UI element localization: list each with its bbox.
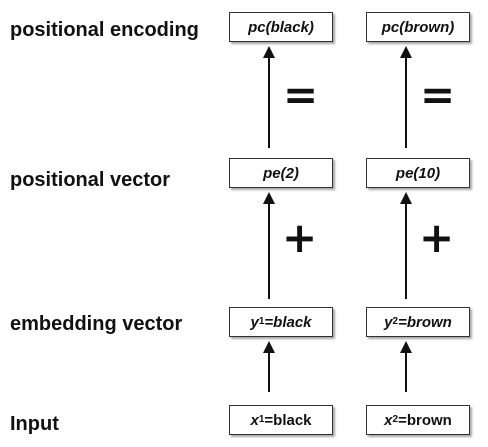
- box-encoding-a: pc(black): [229, 12, 333, 42]
- input-a-rest: =black: [264, 411, 312, 429]
- input-a-var: x: [250, 411, 259, 429]
- arrow-b-embedding-to-vector: [400, 192, 412, 299]
- encoding-a-text: pc(black): [248, 18, 314, 36]
- equals-b: =: [420, 70, 456, 119]
- arrow-a-embedding-to-vector: [263, 192, 275, 299]
- plus-b: +: [419, 213, 455, 262]
- box-vector-b: pe(10): [366, 158, 470, 188]
- box-vector-a: pe(2): [229, 158, 333, 188]
- encoding-b-text: pc(brown): [381, 18, 455, 36]
- arrow-b-vector-to-encoding: [400, 46, 412, 148]
- equals-a: =: [283, 70, 319, 119]
- embedding-a-rest: =black: [264, 313, 312, 331]
- vector-b-text: pe(10): [395, 164, 441, 182]
- input-b-var: x: [384, 411, 393, 429]
- label-positional-encoding: positional encoding: [10, 19, 199, 41]
- vector-a-text: pe(2): [263, 164, 299, 182]
- box-encoding-b: pc(brown): [366, 12, 470, 42]
- embedding-b-rest: =brown: [398, 313, 452, 331]
- arrow-b-input-to-embedding: [400, 341, 412, 392]
- label-positional-vector: positional vector: [10, 169, 171, 191]
- label-input: Input: [10, 413, 59, 435]
- embedding-b-var: y: [384, 313, 393, 331]
- arrow-a-vector-to-encoding: [263, 46, 275, 148]
- embedding-a-var: y: [250, 313, 259, 331]
- arrow-a-input-to-embedding: [263, 341, 275, 392]
- plus-a: +: [282, 213, 318, 262]
- label-embedding-vector: embedding vector: [10, 313, 183, 335]
- input-b-rest: =brown: [398, 411, 452, 429]
